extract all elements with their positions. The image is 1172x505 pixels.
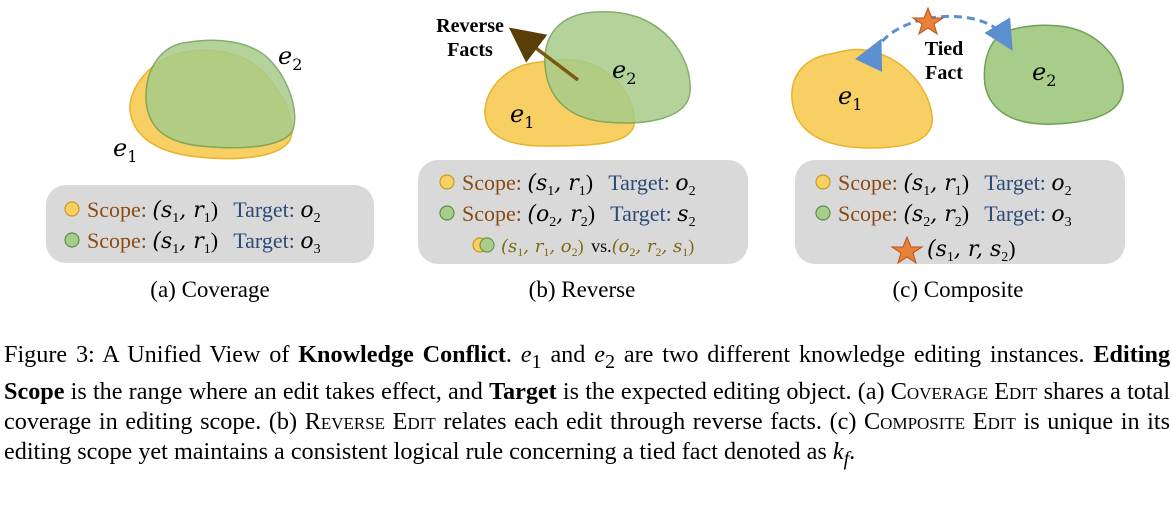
reverse-label-1: Reverse: [436, 15, 504, 37]
caption-b: (b) Reverse: [529, 277, 636, 302]
composite-row-1: Scope: (s1, r1) Target: o2: [838, 170, 1072, 199]
label-e2: e2: [612, 56, 636, 88]
tied-label-1: Tied: [925, 38, 964, 60]
label-e1: e1: [113, 134, 137, 166]
editing-scope-term: Editing Scope: [4, 341, 1171, 405]
knowledge-conflict-term: Knowledge Conflict: [298, 341, 506, 368]
yellow-dot-icon: [64, 201, 80, 217]
figure-number: Figure 3:: [4, 341, 95, 368]
composite-edit-term: Composite Edit: [864, 407, 1016, 435]
reverse-row-1: Scope: (s1, r1) Target: o2: [462, 170, 696, 199]
green-dot-icon: [64, 232, 80, 248]
knowledge-conflict-diagram: e2 e1 Scope: (s1, r1) Target: o2 Scope: …: [46, 6, 1125, 302]
coverage-edit-term: Coverage Edit: [890, 377, 1038, 405]
green-dot-icon: [439, 205, 455, 221]
yellow-dot-icon: [815, 174, 831, 190]
composite-row-2: Scope: (s2, r2) Target: o3: [838, 201, 1072, 230]
reverse-label-2: Facts: [447, 39, 493, 61]
reverse-edit-term: Reverse Edit: [304, 407, 436, 435]
target-term: Target: [489, 377, 557, 405]
tied-fact-dashed-arrow: [854, 14, 1013, 73]
tied-label-2: Fact: [925, 62, 963, 84]
scope-target-box: [418, 160, 748, 264]
coverage-row-2: Scope: (s1, r1) Target: o3: [87, 228, 321, 257]
green-dot-icon: [815, 205, 831, 221]
coverage-row-1: Scope: (s1, r1) Target: o2: [87, 197, 321, 226]
scope-target-box: [46, 185, 374, 263]
label-e2: e2: [1032, 58, 1056, 90]
panel-composite: Tied Fact e1 e2 Scope: (s1, r1) Target: …: [791, 6, 1125, 302]
reverse-row-2: Scope: (o2, r2) Target: s2: [462, 201, 696, 230]
composite-tied-row: (s1, r, s2): [927, 236, 1016, 265]
e2-blob: [983, 24, 1124, 125]
yellow-dot-icon: [439, 174, 455, 190]
star-icon: [911, 6, 945, 36]
scope-target-box: [795, 160, 1125, 264]
caption-a: (a) Coverage: [150, 277, 269, 302]
reverse-pair-row: (s1, r1, o2) vs.(o2, r2, s1): [501, 236, 694, 259]
label-e1: e1: [838, 82, 862, 114]
figure-caption: Figure 3: A Unified View of Knowledge Co…: [4, 341, 1171, 470]
reverse-facts-arrow: [508, 27, 580, 82]
label-e2: e2: [278, 42, 302, 74]
star-icon: [890, 235, 924, 265]
panel-reverse: Reverse Facts e2 e1 Scope: (s1, r1) Targ…: [418, 10, 748, 302]
green-dot-icon: [479, 237, 495, 253]
caption-c: (c) Composite: [893, 277, 1024, 302]
e2-blob: [145, 39, 296, 149]
panel-coverage: e2 e1 Scope: (s1, r1) Target: o2 Scope: …: [46, 39, 374, 302]
label-e1: e1: [510, 100, 534, 132]
